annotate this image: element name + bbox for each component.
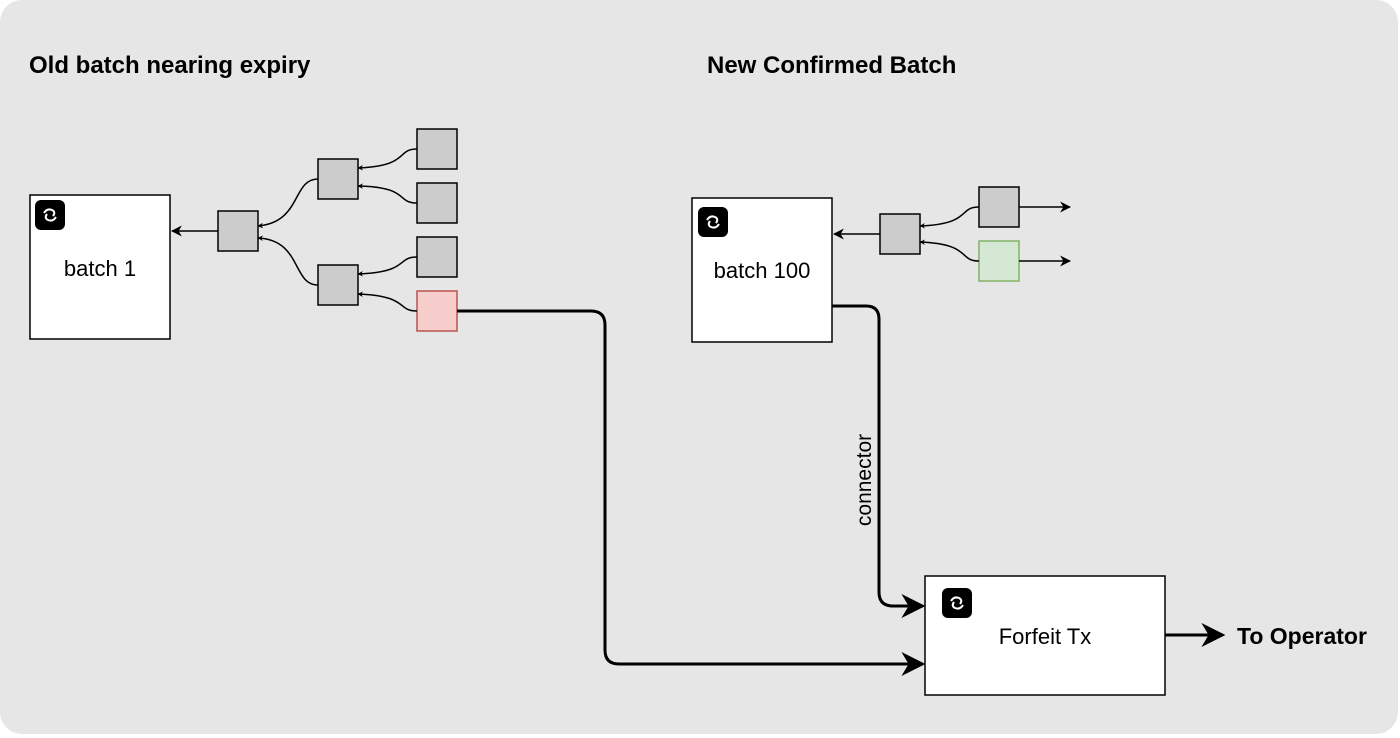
new-vtxo-leaf [978, 240, 1020, 282]
batch-1-node: batch 1 [29, 194, 171, 340]
tree-root-node [879, 213, 921, 255]
to-operator-label: To Operator [1237, 623, 1367, 649]
old-batch-heading: Old batch nearing expiry [29, 52, 311, 79]
forfeit-tx-node: Forfeit Tx [924, 575, 1166, 696]
forfeit-tx-label: Forfeit Tx [999, 624, 1092, 649]
vtxo-leaf [978, 186, 1020, 228]
connector-label: connector [853, 434, 876, 526]
link-chain-icon [34, 199, 66, 231]
vtxo-leaf [416, 236, 458, 278]
old-batch-tree [170, 128, 458, 332]
batch-100-node: batch 100 [691, 197, 833, 343]
forfeited-vtxo-leaf [416, 290, 458, 332]
link-chain-icon [697, 206, 729, 238]
vtxo-leaf [416, 128, 458, 170]
batch-100-label: batch 100 [714, 258, 811, 283]
forfeited-vtxo-edge [457, 309, 926, 676]
tree-branch-node [317, 158, 359, 200]
vtxo-leaf [416, 182, 458, 224]
connector-edge [832, 304, 926, 618]
link-chain-icon [941, 587, 973, 619]
tree-root-node [217, 210, 259, 252]
batch-1-label: batch 1 [64, 256, 136, 281]
new-batch-tree [832, 186, 1072, 282]
new-batch-heading: New Confirmed Batch [707, 52, 956, 79]
tree-branch-node [317, 264, 359, 306]
